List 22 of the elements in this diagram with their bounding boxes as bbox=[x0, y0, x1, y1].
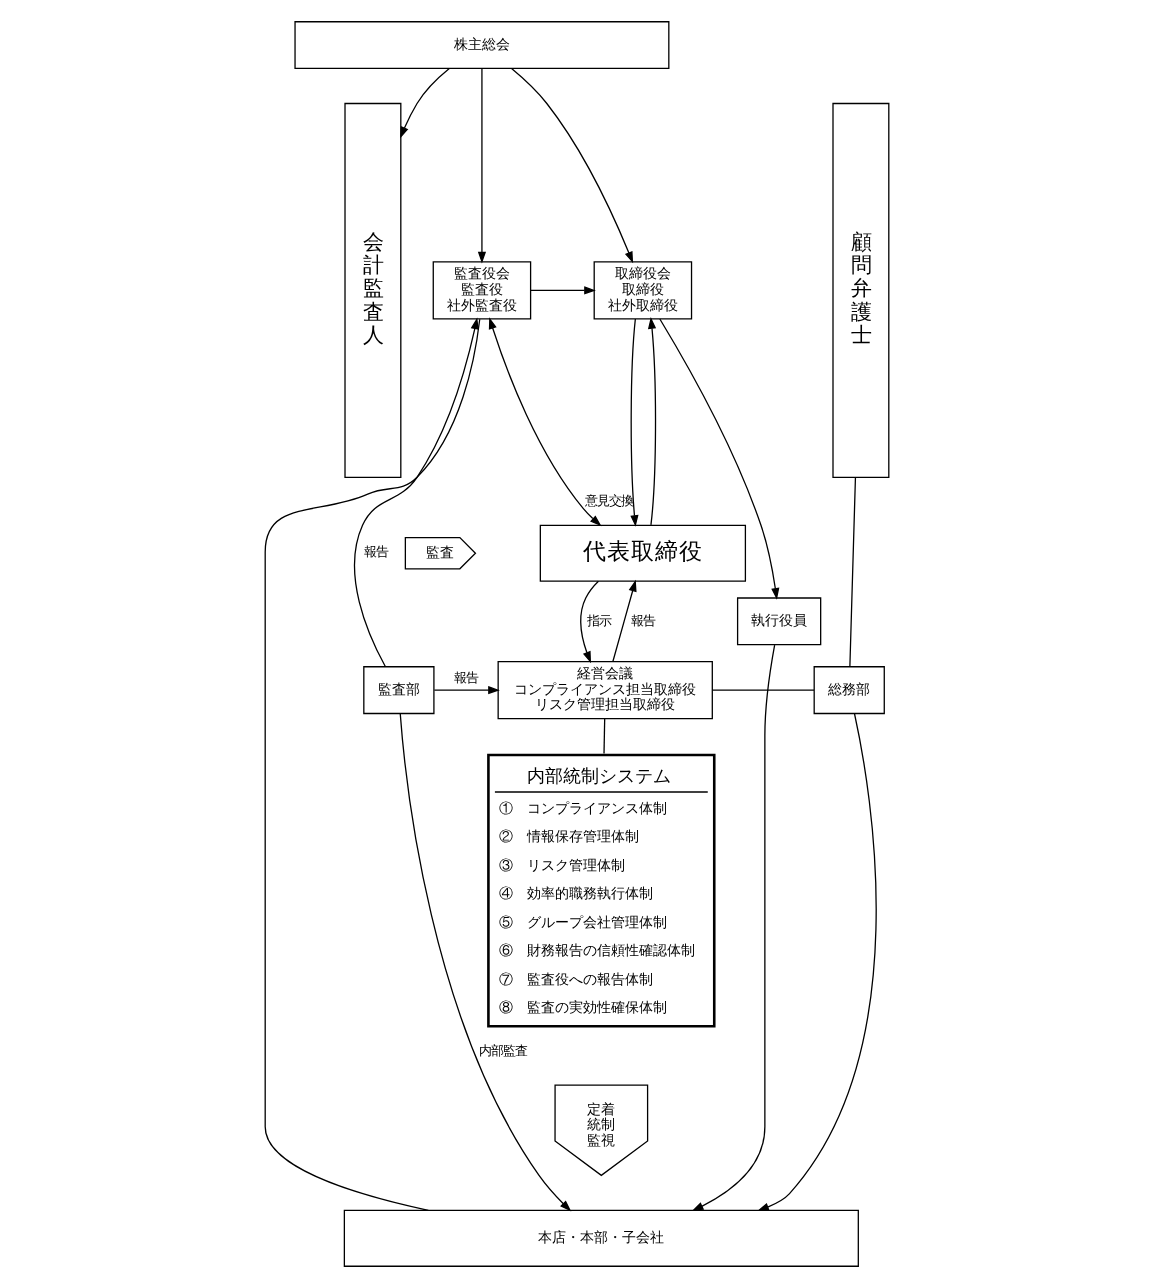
arrow bbox=[658, 318, 779, 600]
connector bbox=[263, 318, 480, 1211]
arrow bbox=[611, 579, 636, 662]
arrow bbox=[646, 317, 656, 526]
arrow bbox=[509, 67, 633, 264]
arrow bbox=[579, 580, 599, 664]
arrow bbox=[756, 712, 876, 1211]
node-box: 会計監査人 bbox=[343, 102, 401, 478]
arrow bbox=[690, 644, 775, 1212]
arrow bbox=[352, 317, 478, 668]
connector bbox=[602, 718, 605, 755]
arrow bbox=[432, 686, 499, 695]
arrow bbox=[629, 318, 638, 527]
arrow bbox=[487, 317, 601, 527]
node-box: 顧問弁護士 bbox=[831, 102, 889, 478]
node-box: 代表取締役 bbox=[538, 524, 746, 582]
arrow bbox=[398, 713, 571, 1212]
connector bbox=[710, 689, 814, 691]
arrow bbox=[529, 286, 595, 295]
arrow bbox=[399, 67, 449, 139]
arrow bbox=[476, 68, 486, 264]
connector bbox=[848, 476, 856, 667]
